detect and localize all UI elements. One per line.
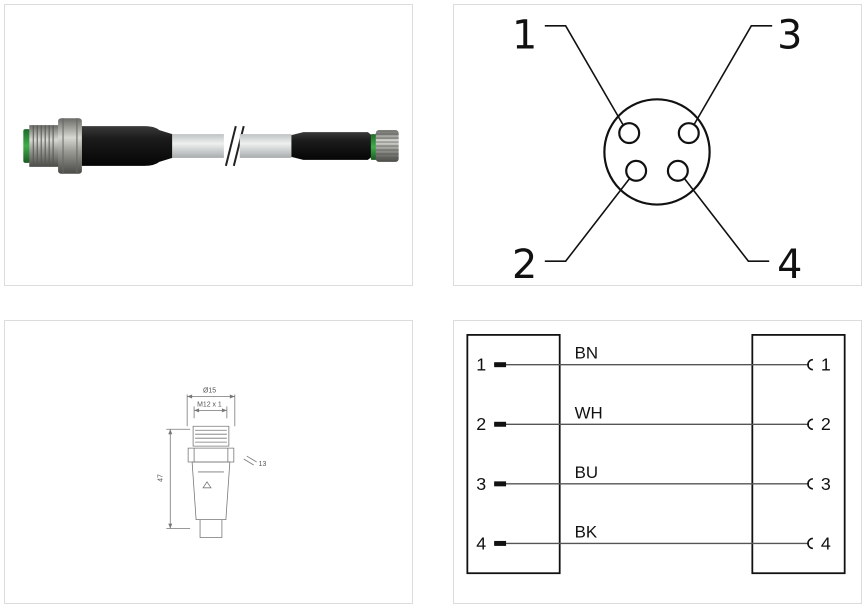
- wiring-diagram: 1 BN 1 2 WH 2 3 BU 3 4 BK 4: [466, 334, 846, 575]
- wiring-diagram-panel: 1 BN 1 2 WH 2 3 BU 3 4 BK 4: [453, 320, 862, 604]
- pin-2-label: 2: [512, 242, 537, 285]
- female-seal: [370, 134, 377, 160]
- left-pin-4-terminal: [494, 540, 507, 546]
- cable-illustration: [23, 118, 399, 174]
- dimension-drawing: Ø15 M12 x 1 47 13: [157, 387, 267, 538]
- pinout-panel: 1 3 2 4: [453, 4, 862, 286]
- cable-left: [172, 134, 224, 158]
- wire-2-color: WH: [575, 403, 603, 422]
- wrench-label: 13: [259, 461, 267, 468]
- nut-outline: [187, 447, 235, 463]
- length-label: 47: [157, 474, 164, 482]
- left-pin-3-label: 3: [476, 474, 486, 494]
- pin-3-leader: [693, 25, 773, 126]
- right-connector-box: [751, 334, 846, 575]
- thread-label: M12 x 1: [197, 401, 222, 408]
- left-pin-3-terminal: [494, 481, 507, 487]
- female-body: [291, 132, 373, 160]
- cable-right: [239, 134, 292, 158]
- pin-3-contact: [677, 122, 700, 145]
- left-pin-1-terminal: [494, 362, 507, 368]
- cable-break: [224, 125, 245, 167]
- cable-photo-panel: [4, 4, 413, 286]
- left-pin-2-terminal: [494, 421, 507, 427]
- left-pin-4-label: 4: [476, 533, 486, 553]
- pin-1-leader: [544, 25, 624, 126]
- pin-4-contact: [666, 159, 689, 182]
- pin-1-contact: [618, 122, 641, 145]
- dimension-drawing-panel: Ø15 M12 x 1 47 13: [4, 320, 413, 604]
- wire-3-color: BU: [575, 463, 598, 482]
- pin-4-label: 4: [777, 242, 802, 285]
- pin-1-label: 1: [512, 13, 537, 59]
- male-thread: [29, 125, 60, 167]
- connector-face: [603, 98, 711, 206]
- male-seal: [23, 129, 31, 163]
- pin-2-contact: [625, 159, 648, 182]
- right-pin-2-label: 2: [821, 414, 831, 434]
- body-outline: [191, 461, 231, 520]
- diameter-label: Ø15: [203, 387, 216, 394]
- thread-outline: [192, 425, 230, 447]
- pin-2-leader: [544, 177, 631, 262]
- pin-4-leader: [683, 177, 770, 262]
- pinout-diagram: 1 3 2 4: [512, 13, 802, 285]
- right-pin-4-label: 4: [821, 533, 831, 553]
- right-pin-1-label: 1: [821, 355, 831, 375]
- left-pin-1-label: 1: [476, 355, 486, 375]
- wire-4-color: BK: [575, 522, 598, 541]
- left-pin-2-label: 2: [476, 414, 486, 434]
- right-pin-3-label: 3: [821, 474, 831, 494]
- male-nut: [58, 118, 82, 174]
- male-body: [81, 126, 173, 166]
- wire-1-color: BN: [575, 344, 598, 363]
- left-connector-box: [466, 334, 561, 575]
- pin-3-label: 3: [777, 13, 802, 59]
